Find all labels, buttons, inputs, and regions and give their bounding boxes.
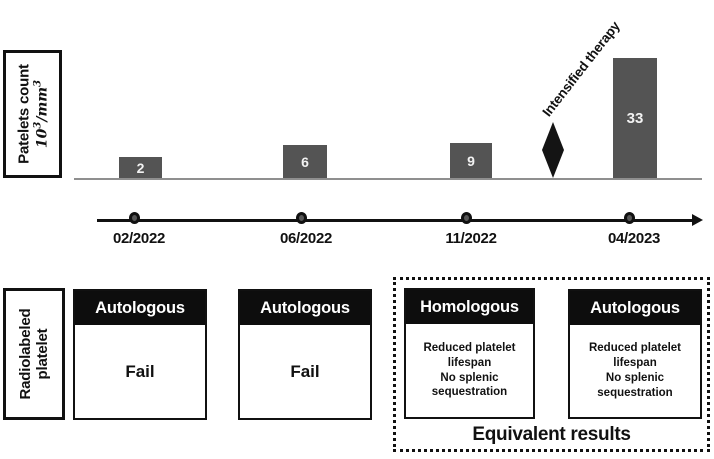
unit-exponent: 3 <box>32 121 44 129</box>
y-axis-unit: 103/mm3 <box>32 64 50 164</box>
equivalent-results-caption: Equivalent results <box>472 424 631 445</box>
timeline-node-04-2023 <box>624 212 635 224</box>
bar-06-2022: 6 <box>283 145 327 178</box>
test-card-2-result: Fail <box>290 361 320 381</box>
intensified-therapy-annotation: Intensified therapy <box>539 18 623 120</box>
test-card-3-result: Reduced platelet lifespan No splenic seq… <box>406 324 533 417</box>
unit-exponent-2: 3 <box>32 79 44 87</box>
result-line: Reduced platelet lifespan <box>588 342 682 370</box>
test-card-1-result: Fail <box>125 361 155 381</box>
timeline-date-label: 06/2022 <box>279 230 333 247</box>
timeline-axis <box>97 219 693 222</box>
row-label-line1: Radiolabeled <box>17 308 34 400</box>
row-label-line2: platelet <box>34 328 51 380</box>
timeline-node-06-2022 <box>296 212 307 224</box>
bar-04-2023: 33 <box>613 58 657 178</box>
test-card-3: Homologous Reduced platelet lifespan No … <box>404 288 535 419</box>
timeline-date-label: 04/2023 <box>607 230 661 247</box>
test-card-4-result: Reduced platelet lifespan No splenic seq… <box>570 325 700 417</box>
equivalent-results-group-box <box>393 277 710 452</box>
bar-11-2022: 9 <box>450 143 492 178</box>
test-card-2: Autologous Fail <box>238 289 372 420</box>
test-card-4: Autologous Reduced platelet lifespan No … <box>568 289 702 419</box>
timeline-node-02-2022 <box>129 212 140 224</box>
timeline-date-label: 11/2022 <box>445 230 497 247</box>
result-line: Reduced platelet lifespan <box>423 341 516 369</box>
y-axis-label: Patelets count 103/mm3 <box>15 64 50 164</box>
timeline-node-11-2022 <box>461 212 472 224</box>
y-axis-label-text: Patelets count <box>15 64 33 164</box>
unit-base: 10 <box>33 128 50 149</box>
bar-02-2022: 2 <box>119 157 162 178</box>
test-card-1: Autologous Fail <box>73 289 207 420</box>
timeline-arrowhead-icon <box>692 214 703 226</box>
diamond-marker-icon <box>542 122 564 178</box>
bar-value-label: 9 <box>467 152 475 169</box>
result-line: No splenic sequestration <box>597 372 673 399</box>
unit-denominator: /mm <box>33 86 50 122</box>
row-label: Radiolabeled platelet <box>17 309 51 400</box>
bar-value-label: 33 <box>626 109 644 127</box>
test-card-3-header: Homologous <box>406 290 533 324</box>
test-card-4-header: Autologous <box>570 291 700 325</box>
bar-value-label: 6 <box>301 153 309 170</box>
y-axis-label-box: Patelets count 103/mm3 <box>3 50 62 178</box>
bar-value-label: 2 <box>136 159 145 176</box>
row-label-box: Radiolabeled platelet <box>3 288 65 420</box>
test-card-1-header: Autologous <box>75 291 205 325</box>
test-card-2-header: Autologous <box>240 291 370 325</box>
timeline-date-label: 02/2022 <box>112 230 166 247</box>
chart-baseline <box>74 178 702 180</box>
result-line: No splenic sequestration <box>431 371 508 399</box>
